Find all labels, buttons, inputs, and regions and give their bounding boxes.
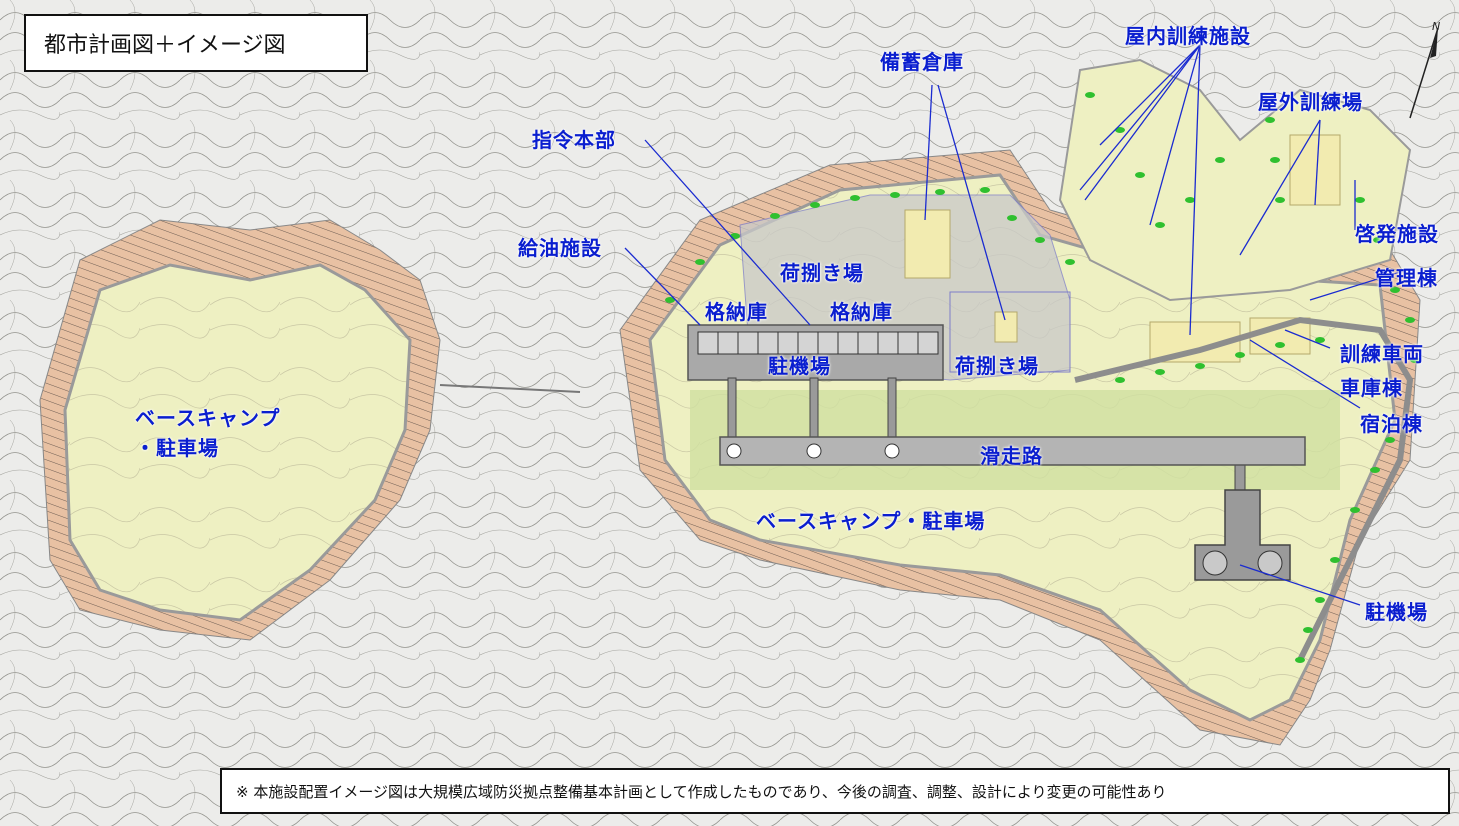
map-title-text: 都市計画図＋イメージ図 xyxy=(44,33,286,58)
cargo-bldg xyxy=(994,311,1018,343)
label-hangar-1: 格納庫 xyxy=(705,300,768,324)
label-apron-2: 駐機場 xyxy=(1365,600,1428,624)
north-arrow-icon: N xyxy=(1409,20,1440,119)
label-hangar-2: 格納庫 xyxy=(830,300,893,324)
cargo-area-2-outline xyxy=(949,291,1071,373)
label-training-vehicle: 訓練車両 xyxy=(1340,342,1424,366)
access-road xyxy=(1074,316,1414,662)
hangar-bays xyxy=(697,331,939,355)
label-cargo-area-1: 荷捌き場 xyxy=(780,261,864,285)
storage-warehouse-bldg xyxy=(904,209,951,279)
map-title: 都市計画図＋イメージ図 xyxy=(24,14,368,72)
label-indoor-training: 屋内訓練施設 xyxy=(1125,24,1251,48)
label-base-camp-west-parking: ・駐車場 xyxy=(135,436,219,460)
connector-road xyxy=(439,384,581,393)
disclaimer-note: ※ 本施設配置イメージ図は大規模広域防災拠点整備基本計画として作成したものであり… xyxy=(220,768,1450,814)
leader-lines xyxy=(624,44,1401,606)
label-cargo-area-2: 荷捌き場 xyxy=(955,354,1039,378)
training-area xyxy=(1058,58,1412,302)
label-awareness-facility: 啓発施設 xyxy=(1355,222,1439,246)
helipads xyxy=(726,443,900,459)
label-fuel-facility: 給油施設 xyxy=(518,236,602,260)
label-command-hq: 指令本部 xyxy=(532,128,616,152)
disclaimer-text: ※ 本施設配置イメージ図は大規模広域防災拠点整備基本計画として作成したものであり… xyxy=(236,782,1167,801)
label-base-camp-west: ベースキャンプ xyxy=(135,406,281,430)
outdoor-training-area xyxy=(1289,134,1341,206)
label-garage: 車庫棟 xyxy=(1340,376,1403,400)
green-trees xyxy=(665,92,1420,663)
north-label: N xyxy=(1432,20,1440,33)
label-apron: 駐機場 xyxy=(768,354,831,378)
label-management-bldg: 管理棟 xyxy=(1375,266,1438,290)
label-runway: 滑走路 xyxy=(980,444,1043,468)
label-storage-warehouse: 備蓄倉庫 xyxy=(880,50,964,74)
label-base-camp-east: ベースキャンプ・駐車場 xyxy=(756,509,986,533)
label-outdoor-training: 屋外訓練場 xyxy=(1258,90,1363,114)
label-lodging: 宿泊棟 xyxy=(1360,412,1423,436)
helipad-left xyxy=(1202,550,1228,576)
helipad-right xyxy=(1257,550,1283,576)
west-site xyxy=(63,263,412,622)
